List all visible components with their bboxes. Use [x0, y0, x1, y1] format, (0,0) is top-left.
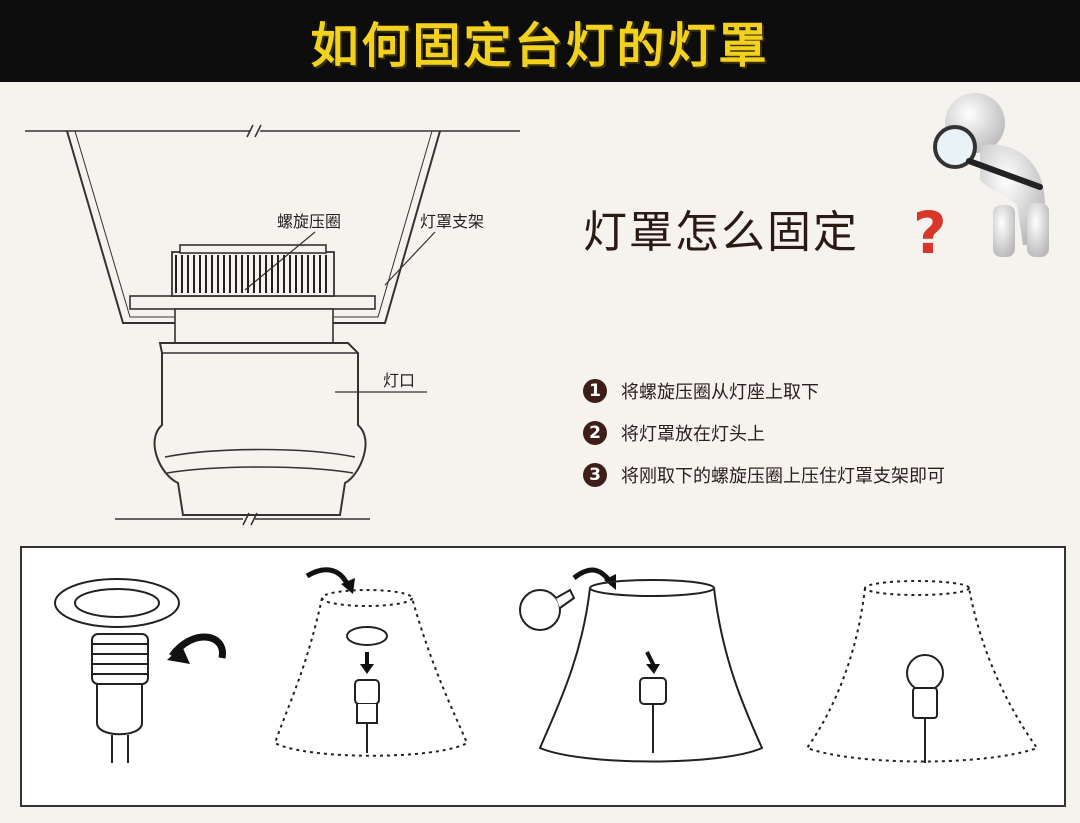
figure-body [945, 93, 1049, 257]
illustration-place-shade [267, 548, 477, 805]
leader-frame [385, 232, 435, 285]
socket-icon [355, 680, 379, 704]
socket-icon [640, 678, 666, 704]
illustration-finished-lamp [797, 548, 1057, 805]
ring-icon [347, 627, 387, 645]
illustration-panel [20, 546, 1066, 807]
lightbulb-icon [907, 655, 943, 763]
shade-top [590, 580, 714, 596]
label-spiral-ring: 螺旋压圈 [277, 212, 341, 231]
shade-top-dotted [322, 590, 412, 606]
banner-title: 如何固定台灯的灯罩 [310, 6, 769, 76]
ring-top [180, 245, 326, 253]
socket-body [155, 343, 366, 515]
step-text: 将灯罩放在灯头上 [621, 420, 765, 446]
lightbulb-icon [520, 590, 574, 630]
socket-base [97, 684, 142, 734]
shade-body-dotted [275, 598, 467, 756]
step-item: 2 将灯罩放在灯头上 [583, 412, 945, 454]
illustration-remove-ring [42, 548, 242, 805]
steps-list: 1 将螺旋压圈从灯座上取下 2 将灯罩放在灯头上 3 将刚取下的螺旋压圈上压住灯… [583, 370, 945, 496]
label-socket: 灯口 [383, 371, 415, 390]
step-item: 1 将螺旋压圈从灯座上取下 [583, 370, 945, 412]
shade-top-dotted [865, 581, 969, 595]
illustration-secure-ring [512, 548, 772, 805]
step-number-badge: 3 [583, 463, 607, 487]
section-heading: 灯罩怎么固定 [583, 196, 859, 260]
question-mark-icon: ? [913, 199, 947, 265]
socket-neck [175, 309, 333, 343]
socket-cross-section-diagram: 螺旋压圈 灯罩支架 灯口 [15, 95, 525, 535]
step-text: 将刚取下的螺旋压圈上压住灯罩支架即可 [621, 462, 945, 488]
step-number-badge: 1 [583, 379, 607, 403]
socket-threads [92, 634, 148, 684]
step-item: 3 将刚取下的螺旋压圈上压住灯罩支架即可 [583, 454, 945, 496]
step-text: 将螺旋压圈从灯座上取下 [621, 378, 819, 404]
support-plate [130, 296, 375, 309]
thinking-figure-illustration: ? [905, 85, 1075, 265]
step-number-badge: 2 [583, 421, 607, 445]
label-shade-frame: 灯罩支架 [420, 212, 484, 231]
shade-body [540, 588, 762, 762]
title-banner: 如何固定台灯的灯罩 [0, 0, 1080, 82]
